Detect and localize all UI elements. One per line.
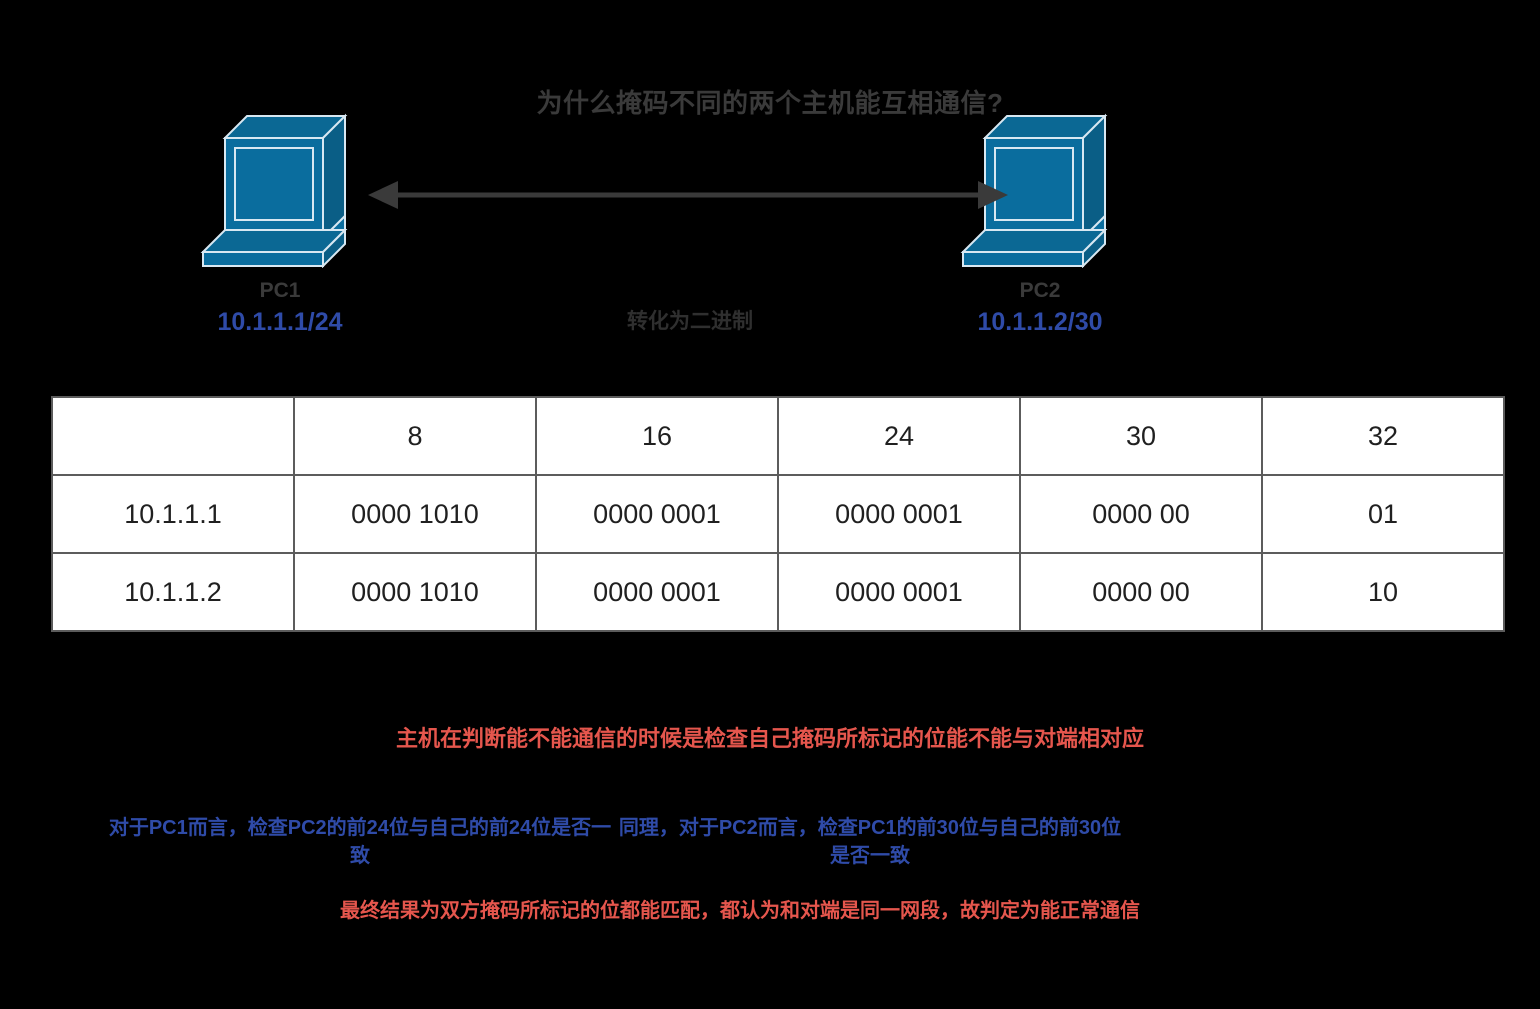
table-cell: 0000 1010 xyxy=(293,474,537,554)
page-title: 为什么掩码不同的两个主机能互相通信? xyxy=(536,88,1004,118)
annotation-conclusion: 最终结果为双方掩码所标记的位都能匹配，都认为和对端是同一网段，故判定为能正常通信 xyxy=(340,900,1140,922)
table-header-cell: 8 xyxy=(293,396,537,476)
annotation-pc2-check: 同理，对于PC2而言，检查PC1的前30位与自己的前30位是否一致 xyxy=(618,817,1122,867)
node-pc1[interactable]: PC1 10.1.1.1/24 xyxy=(180,108,380,337)
double-headed-arrow-icon xyxy=(368,181,1008,209)
table-header-row: 8 16 24 30 32 xyxy=(51,396,1505,476)
node-pc2-ip: 10.1.1.2/30 xyxy=(977,308,1103,337)
link-caption: 转化为二进制 xyxy=(627,310,753,333)
node-pc1-ip: 10.1.1.1/24 xyxy=(217,308,343,337)
table-cell: 0000 0001 xyxy=(777,552,1021,632)
table-cell: 0000 00 xyxy=(1019,552,1263,632)
table-header-cell: 30 xyxy=(1019,396,1263,476)
desktop-computer-icon xyxy=(960,113,1108,268)
table-cell: 01 xyxy=(1261,474,1505,554)
node-pc1-name: PC1 xyxy=(259,279,301,302)
table-header-cell: 24 xyxy=(777,396,1021,476)
table-header-cell: 16 xyxy=(535,396,779,476)
table-row: 10.1.1.1 0000 1010 0000 0001 0000 0001 0… xyxy=(51,474,1505,554)
node-pc2[interactable]: PC2 10.1.1.2/30 xyxy=(940,108,1140,337)
table-cell: 0000 0001 xyxy=(535,474,779,554)
annotation-rule: 主机在判断能不能通信的时候是检查自己掩码所标记的位能不能与对端相对应 xyxy=(395,726,1144,751)
table-cell: 0000 0001 xyxy=(535,552,779,632)
table-header-cell xyxy=(51,396,295,476)
table-header-cell: 32 xyxy=(1261,396,1505,476)
annotation-pc1-check: 对于PC1而言，检查PC2的前24位与自己的前24位是否一致 xyxy=(108,817,612,867)
desktop-computer-icon xyxy=(200,113,348,268)
table-cell: 0000 1010 xyxy=(293,552,537,632)
node-pc2-name: PC2 xyxy=(1019,279,1061,302)
table-cell: 0000 00 xyxy=(1019,474,1263,554)
table-row: 10.1.1.2 0000 1010 0000 0001 0000 0001 0… xyxy=(51,552,1505,632)
table-row-label: 10.1.1.2 xyxy=(51,552,295,632)
table-row-label: 10.1.1.1 xyxy=(51,474,295,554)
binary-conversion-table: 8 16 24 30 32 10.1.1.1 0000 1010 0000 00… xyxy=(51,396,1505,632)
table-cell: 0000 0001 xyxy=(777,474,1021,554)
table-cell: 10 xyxy=(1261,552,1505,632)
